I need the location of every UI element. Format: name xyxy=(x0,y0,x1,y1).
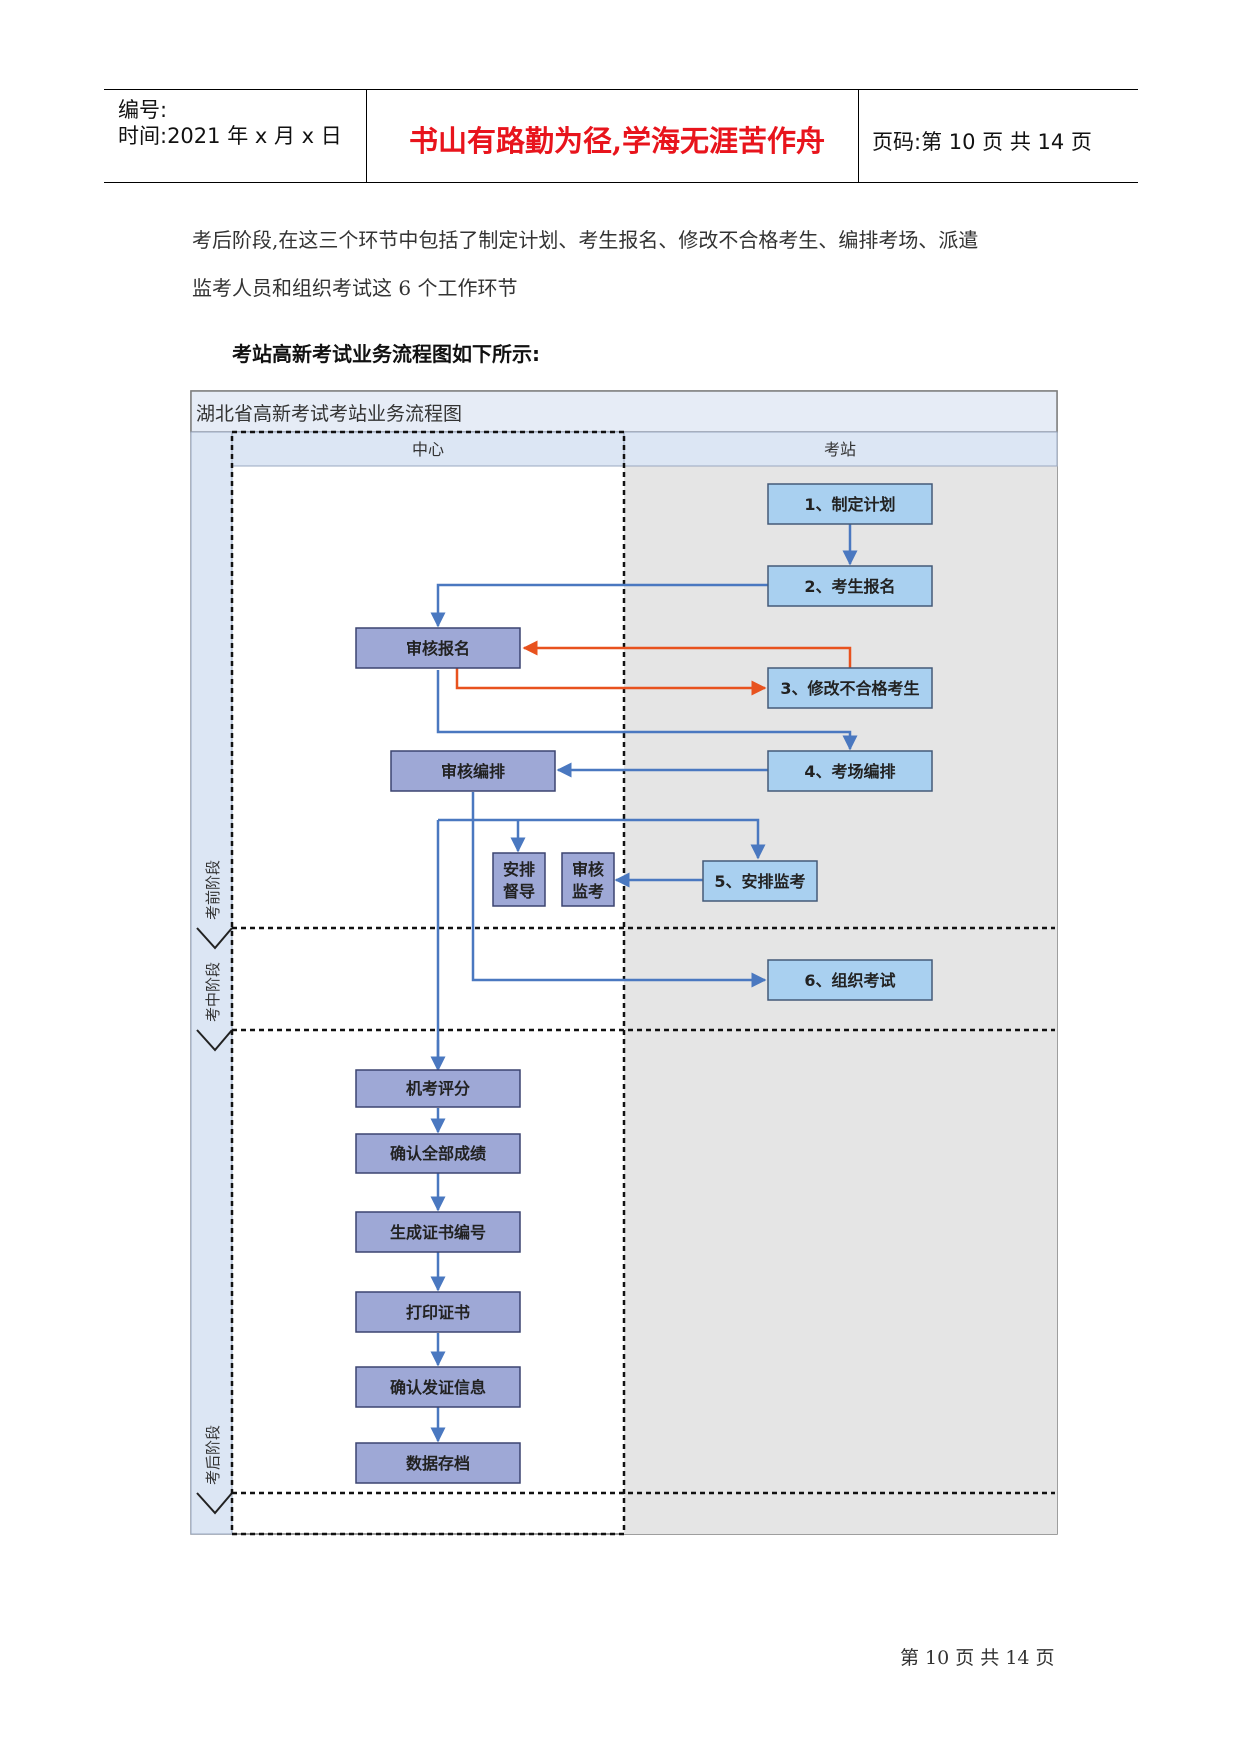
node-audit-invigilate-box xyxy=(561,852,615,907)
lane-header-center xyxy=(231,431,625,467)
node-fix-unqualified-label: 3、修改不合格考生 xyxy=(780,679,919,698)
header-top-rule xyxy=(104,89,1138,90)
node-print-cert-box xyxy=(355,1291,521,1333)
phase-column xyxy=(190,431,233,1535)
phase-chevron-2 xyxy=(196,1029,233,1052)
node-machine-score-label: 机考评分 xyxy=(406,1079,470,1098)
node-arrange-invigilate-box xyxy=(702,860,818,902)
node-arrange-room-box xyxy=(767,750,933,792)
node-machine-score-box xyxy=(355,1069,521,1108)
node-confirm-issue-label: 确认发证信息 xyxy=(390,1378,486,1397)
footer-page-number: 第 10 页 共 14 页 xyxy=(900,1647,1055,1669)
node-confirm-issue-box xyxy=(355,1366,521,1408)
node-arrange-supervise-label-2: 督导 xyxy=(503,882,535,901)
node-gen-cert-no-box xyxy=(355,1211,521,1253)
lane-header-station xyxy=(623,431,1058,467)
node-arrange-room-label: 4、考场编排 xyxy=(804,762,895,781)
node-confirm-scores-box xyxy=(355,1133,521,1174)
header-number-label: 编号: xyxy=(118,98,168,122)
node-arrange-supervise-label-1: 安排 xyxy=(503,860,535,879)
arrow-audit-arrange-to-organize-exam xyxy=(471,792,767,988)
header-divider-left xyxy=(366,90,367,183)
node-register-label: 2、考生报名 xyxy=(804,577,895,596)
body-paragraph-line-1: 考后阶段,在这三个环节中包括了制定计划、考生报名、修改不合格考生、编排考场、派遣 xyxy=(192,228,979,252)
header-divider-right xyxy=(858,90,859,183)
lane-label-center: 中心 xyxy=(412,440,444,459)
header-bottom-rule xyxy=(104,182,1138,183)
arrow-audit-register-to-fix xyxy=(455,668,767,696)
node-audit-register-box xyxy=(355,627,521,669)
node-audit-arrange-label: 审核编排 xyxy=(441,762,505,781)
arrow-audit-register-to-arrange-room xyxy=(436,670,858,751)
phase-label-during: 考中阶段 xyxy=(204,962,222,1022)
node-fix-unqualified-box xyxy=(767,667,933,709)
node-audit-invigilate-label-2: 监考 xyxy=(572,882,604,901)
node-audit-register-label: 审核报名 xyxy=(406,639,470,658)
node-audit-invigilate-label-1: 审核 xyxy=(572,860,604,879)
flowchart-caption: 考站高新考试业务流程图如下所示: xyxy=(232,342,540,366)
node-audit-arrange-box xyxy=(390,750,556,792)
body-paragraph-line-2: 监考人员和组织考试这 6 个工作环节 xyxy=(192,276,518,300)
node-plan-box xyxy=(767,483,933,525)
header-motto: 书山有路勤为径,学海无涯苦作舟 xyxy=(408,124,826,158)
node-confirm-scores-label: 确认全部成绩 xyxy=(390,1144,486,1163)
node-organize-exam-label: 6、组织考试 xyxy=(804,971,895,990)
flowchart-title: 湖北省高新考试考站业务流程图 xyxy=(196,403,462,425)
arrow-to-arrange-supervise xyxy=(436,818,758,1068)
flowchart-title-bar xyxy=(190,390,1058,433)
arrow-register-to-audit-register xyxy=(430,583,768,628)
node-gen-cert-no-label: 生成证书编号 xyxy=(390,1223,486,1242)
node-organize-exam-box xyxy=(767,959,933,1001)
node-register-box xyxy=(767,565,933,607)
phase-chevron-3 xyxy=(196,1492,233,1515)
lane-label-station: 考站 xyxy=(824,440,856,459)
blue-connectors xyxy=(430,522,858,1443)
phase-label-before: 考前阶段 xyxy=(204,860,222,920)
header-time-label: 时间:2021 年 x 月 x 日 xyxy=(118,124,342,148)
node-arrange-supervise-box xyxy=(492,852,546,907)
phase-label-after: 考后阶段 xyxy=(204,1425,222,1485)
phase-chevron-1 xyxy=(196,927,233,950)
node-plan-label: 1、制定计划 xyxy=(804,495,895,514)
node-archive-box xyxy=(355,1442,521,1484)
header-page-info: 页码:第 10 页 共 14 页 xyxy=(872,130,1092,154)
node-print-cert-label: 打印证书 xyxy=(406,1303,470,1322)
node-archive-label: 数据存档 xyxy=(406,1454,470,1473)
node-arrange-invigilate-label: 5、安排监考 xyxy=(714,872,805,891)
